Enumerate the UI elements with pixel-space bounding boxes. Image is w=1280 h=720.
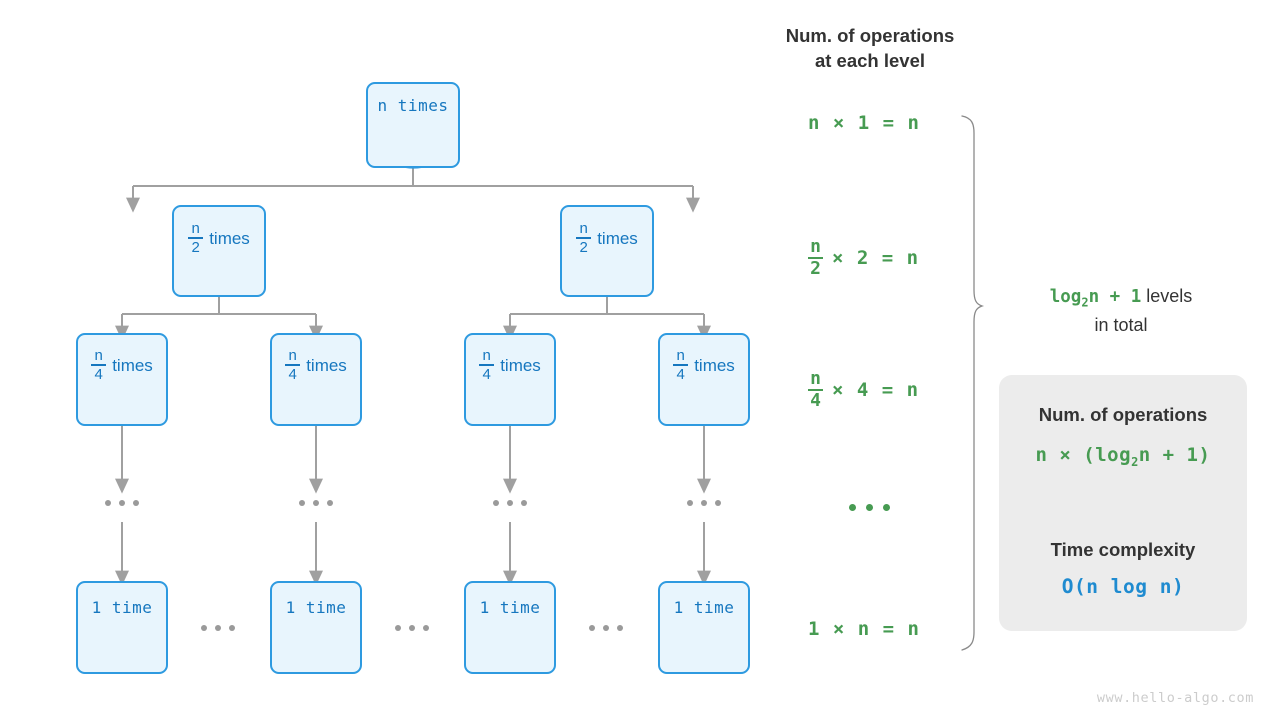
vertical-ellipsis-1 — [299, 500, 333, 506]
formula-text: × 4 = n — [832, 379, 920, 402]
formula-text: × 2 = n — [832, 247, 920, 270]
node-label-text: times — [500, 355, 541, 375]
tree-node-level3-3[interactable]: n 4 times — [658, 333, 750, 426]
fraction-bar — [91, 364, 107, 366]
node-label: 1 time — [479, 598, 541, 617]
node-label: 1 time — [673, 598, 735, 617]
horizontal-ellipsis-1 — [395, 625, 429, 631]
fraction: n 4 — [479, 348, 495, 382]
operations-column-header: Num. of operations at each level — [785, 25, 955, 71]
fraction: n 2 — [576, 221, 592, 255]
horizontal-ellipsis-2 — [589, 625, 623, 631]
operations-row-level1: n × 1 = n — [808, 112, 920, 134]
node-label-text: times — [694, 355, 735, 375]
fraction-bar — [673, 364, 689, 366]
card-operations-heading: Num. of operations — [1038, 404, 1208, 425]
node-label: n 4 times — [673, 348, 735, 382]
tree-node-level4-2[interactable]: 1 time — [464, 581, 556, 674]
fraction-bar — [285, 364, 301, 366]
levels-formula: log2n + 1 — [1049, 287, 1142, 310]
card-complexity-value: O(n log n) — [1061, 574, 1185, 598]
horizontal-ellipsis-0 — [201, 625, 235, 631]
levels-in-total-note: log2n + 1 levels in total — [1012, 283, 1230, 338]
fraction: n 4 — [285, 348, 301, 382]
operations-row-level4: 1 × n = n — [808, 618, 920, 640]
node-label: n 2 times — [576, 221, 638, 255]
tree-node-level4-0[interactable]: 1 time — [76, 581, 168, 674]
node-label-text: times — [597, 228, 638, 248]
fraction-bar — [576, 237, 592, 239]
watermark: www.hello-algo.com — [1096, 690, 1254, 706]
formula-text: 1 × n = n — [808, 618, 920, 640]
vertical-ellipsis-3 — [687, 500, 721, 506]
fraction-bar — [808, 389, 823, 392]
node-label-text: times — [209, 228, 250, 248]
operations-row-ellipsis — [849, 504, 890, 511]
card-operations-formula: n × (log2n + 1) — [1035, 444, 1211, 469]
node-label: 1 time — [91, 598, 153, 617]
time-complexity-card: Num. of operations n × (log2n + 1) Time … — [999, 375, 1247, 631]
fraction: n 4 — [673, 348, 689, 382]
operations-row-level3: n 4 × 4 = n — [808, 370, 919, 410]
node-label: n times — [377, 96, 449, 115]
tree-node-level2-0[interactable]: n 2 times — [172, 205, 266, 297]
fraction-bar — [188, 237, 204, 239]
tree-node-level1-0[interactable]: n times — [366, 82, 460, 168]
levels-text-line2: in total — [1094, 314, 1148, 335]
node-label: n 4 times — [479, 348, 541, 382]
fraction: n 4 — [808, 370, 823, 410]
tree-node-level3-0[interactable]: n 4 times — [76, 333, 168, 426]
tree-node-level3-1[interactable]: n 4 times — [270, 333, 362, 426]
node-label-text: times — [112, 355, 153, 375]
node-label: n 4 times — [285, 348, 347, 382]
fraction: n 2 — [188, 221, 204, 255]
node-label: n 4 times — [91, 348, 153, 382]
levels-text: levels — [1141, 286, 1193, 306]
fraction: n 2 — [808, 238, 823, 278]
operations-row-level2: n 2 × 2 = n — [808, 238, 919, 278]
node-label: n 2 times — [188, 221, 250, 255]
vertical-ellipsis-0 — [105, 500, 139, 506]
node-label: 1 time — [285, 598, 347, 617]
card-complexity-heading: Time complexity — [1050, 538, 1196, 560]
fraction: n 4 — [91, 348, 107, 382]
tree-node-level4-1[interactable]: 1 time — [270, 581, 362, 674]
formula-text: n × 1 = n — [808, 112, 920, 134]
fraction-bar — [479, 364, 495, 366]
tree-node-level4-3[interactable]: 1 time — [658, 581, 750, 674]
node-label-text: times — [306, 355, 347, 375]
tree-node-level2-1[interactable]: n 2 times — [560, 205, 654, 297]
fraction-bar — [808, 257, 823, 260]
tree-node-level3-2[interactable]: n 4 times — [464, 333, 556, 426]
vertical-ellipsis-2 — [493, 500, 527, 506]
